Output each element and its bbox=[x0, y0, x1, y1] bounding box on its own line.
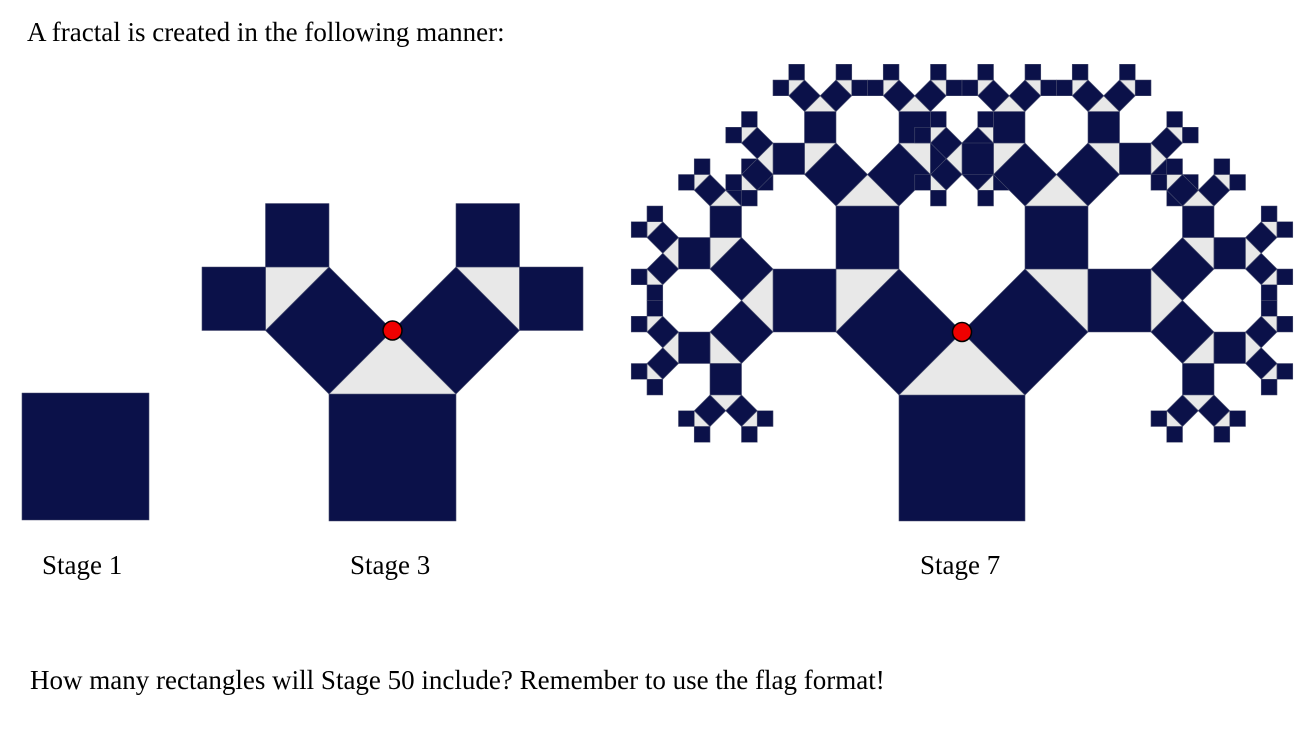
fractal-square bbox=[630, 221, 648, 238]
fractal-square bbox=[725, 126, 742, 144]
red-dot-marker bbox=[382, 320, 403, 341]
stage-3-fractal bbox=[201, 203, 584, 522]
fractal-square bbox=[1260, 378, 1278, 396]
fractal-square bbox=[1213, 237, 1246, 270]
fractal-square bbox=[930, 189, 947, 207]
fractal-square bbox=[930, 111, 947, 128]
red-dot-marker bbox=[951, 321, 973, 343]
fractal-square bbox=[709, 205, 742, 238]
fractal-square bbox=[898, 394, 1026, 522]
fractal-square bbox=[1260, 284, 1278, 301]
fractal-square bbox=[977, 111, 994, 128]
fractal-square bbox=[678, 410, 695, 427]
fractal-square bbox=[709, 363, 742, 396]
fractal-square bbox=[1024, 63, 1042, 81]
fractal-square bbox=[265, 203, 330, 268]
fractal-square bbox=[914, 126, 931, 144]
fractal-square bbox=[914, 174, 931, 191]
fractal-square bbox=[961, 79, 979, 97]
question-text: How many rectangles will Stage 50 includ… bbox=[30, 665, 885, 695]
fractal-square bbox=[1166, 426, 1183, 443]
fractal-square bbox=[867, 79, 884, 97]
fractal-square bbox=[741, 111, 758, 128]
fractal-square bbox=[1040, 79, 1057, 97]
fractal-square bbox=[328, 393, 457, 522]
fractal-square bbox=[1056, 79, 1073, 97]
stage-7-label: Stage 7 bbox=[920, 550, 1001, 580]
fractal-square bbox=[1276, 363, 1294, 380]
fractal-square bbox=[678, 237, 711, 270]
fractal-square bbox=[1276, 315, 1294, 333]
fractal-square bbox=[21, 392, 150, 521]
fractal-square bbox=[725, 174, 742, 191]
fractal-square bbox=[1024, 205, 1089, 270]
fractal-square bbox=[646, 205, 664, 223]
fractal-square bbox=[1150, 174, 1168, 191]
fractal-square bbox=[1166, 158, 1183, 175]
fractal-square bbox=[1087, 268, 1152, 333]
fractal-square bbox=[678, 174, 695, 191]
fractal-square bbox=[772, 79, 790, 97]
fractal-square bbox=[1166, 111, 1183, 128]
fractal-square bbox=[772, 268, 837, 333]
fractal-square bbox=[882, 63, 900, 81]
fractal-square bbox=[977, 189, 994, 207]
fractal-square bbox=[1119, 63, 1136, 81]
fractal-square bbox=[788, 63, 805, 81]
fractal-square bbox=[519, 266, 584, 331]
fractal-square bbox=[1213, 331, 1246, 364]
fractal-square bbox=[1087, 111, 1120, 144]
fractal-square bbox=[630, 315, 648, 333]
fractal-square bbox=[993, 111, 1026, 144]
fractal-square bbox=[930, 63, 947, 81]
stage-1-label: Stage 1 bbox=[42, 550, 123, 580]
fractal-square bbox=[835, 63, 853, 81]
fractal-square bbox=[693, 158, 711, 175]
fractal-square bbox=[772, 142, 805, 175]
fractal-square bbox=[678, 331, 711, 364]
fractal-square bbox=[646, 284, 664, 301]
fractal-square bbox=[646, 300, 664, 317]
fractal-square bbox=[1134, 79, 1152, 97]
stage-7-fractal bbox=[630, 63, 1294, 522]
fractal-square bbox=[961, 142, 994, 175]
fractal-square bbox=[1229, 174, 1246, 191]
fractal-square bbox=[851, 79, 868, 97]
fractal-square bbox=[1260, 300, 1278, 317]
fractal-square bbox=[646, 378, 664, 396]
fractal-square bbox=[630, 363, 648, 380]
fractal-square bbox=[756, 410, 774, 427]
fractal-square bbox=[977, 63, 994, 81]
fractal-square bbox=[1182, 126, 1199, 144]
fractal-square bbox=[1276, 221, 1294, 238]
fractal-square bbox=[1213, 426, 1231, 443]
fractal-square bbox=[835, 205, 900, 270]
fractal-square bbox=[1150, 410, 1168, 427]
fractal-square bbox=[1229, 410, 1246, 427]
fractal-square bbox=[455, 203, 520, 268]
fractal-square bbox=[1119, 142, 1152, 175]
fractal-square bbox=[1260, 205, 1278, 223]
fractal-square bbox=[945, 79, 963, 97]
stage-3-label: Stage 3 bbox=[350, 550, 431, 580]
fractal-square bbox=[1276, 268, 1294, 286]
fractal-square bbox=[804, 111, 837, 144]
fractal-square bbox=[741, 426, 758, 443]
fractal-square bbox=[1182, 363, 1215, 396]
intro-text: A fractal is created in the following ma… bbox=[27, 17, 505, 47]
fractal-square bbox=[201, 266, 266, 331]
fractal-square bbox=[741, 189, 758, 207]
fractal-square bbox=[1071, 63, 1089, 81]
fractal-square bbox=[630, 268, 648, 286]
fractal-square bbox=[1182, 205, 1215, 238]
stage-1-fractal bbox=[21, 392, 150, 521]
fractal-square bbox=[1213, 158, 1231, 175]
fractal-square bbox=[693, 426, 711, 443]
